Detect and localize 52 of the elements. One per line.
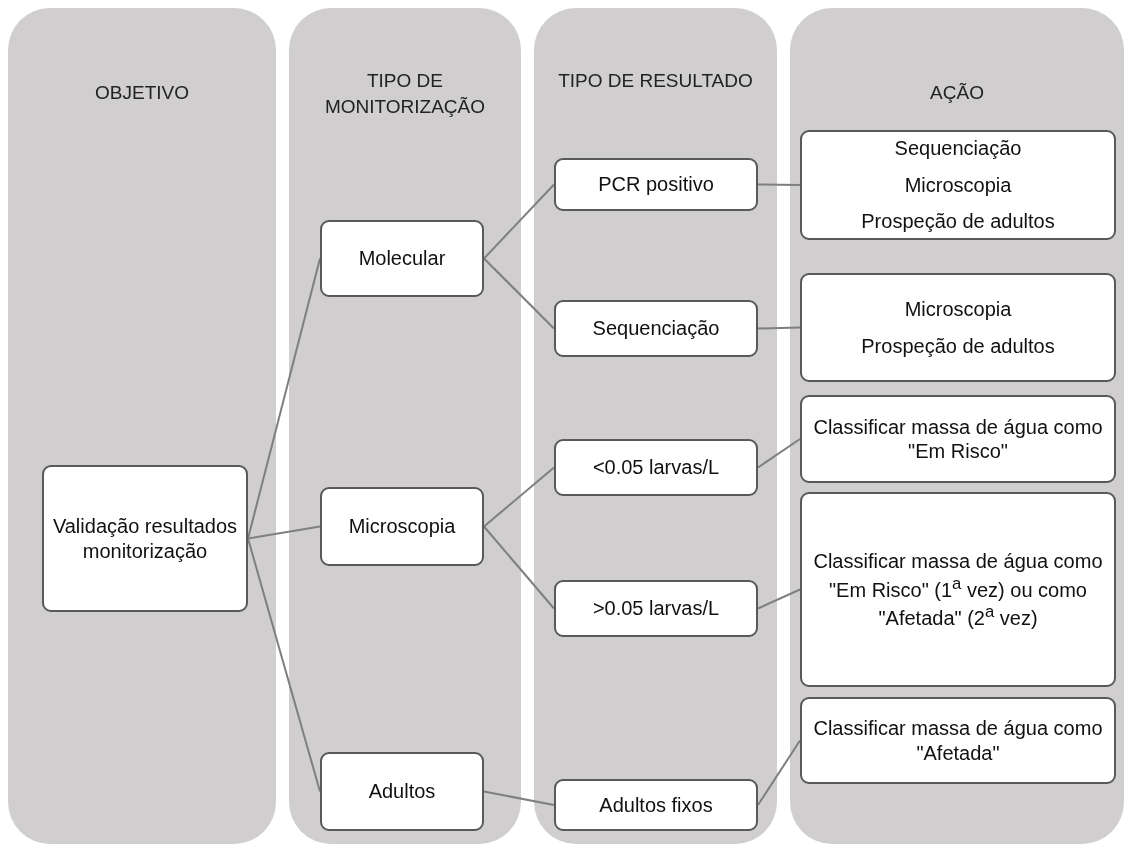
connector-line (247, 537, 321, 793)
box-text: Classificar massa de água como "Em Risco" (812, 414, 1104, 464)
process-box (800, 697, 1116, 784)
column-heading: OBJETIVO (95, 81, 189, 105)
box-text: Microscopia (348, 514, 456, 539)
connector-line (483, 466, 555, 528)
process-box (554, 779, 758, 831)
box-text: <0.05 larvas/L (592, 455, 720, 480)
box-text: Prospeção de adultos (861, 333, 1055, 358)
process-box (800, 395, 1116, 483)
connector-line (757, 588, 801, 610)
process-box (554, 158, 758, 211)
process-box (554, 580, 758, 637)
connector-line (483, 183, 555, 260)
process-box (320, 752, 484, 831)
connector-line (247, 525, 321, 540)
box-text: Microscopia (904, 172, 1012, 198)
box-text: Classificar massa de água como "Em Risco" (1$^{a}$ vez) ou como "Afetada" (2$^{a}$ vez) (812, 549, 1104, 630)
box-text: Classificar massa de água como "Afetada" (812, 716, 1104, 765)
box-text: >0.05 larvas/L (592, 596, 720, 621)
box-text: Validação resultados monitorização (52, 514, 238, 563)
column-heading: TIPO DE MONITORIZAÇÃO (323, 69, 487, 119)
column-band (8, 8, 276, 844)
process-box (554, 300, 758, 357)
column-band (534, 8, 777, 844)
connector-line (757, 739, 801, 806)
process-box (554, 439, 758, 496)
process-box (800, 130, 1116, 240)
connector-line (757, 183, 801, 186)
process-box (800, 492, 1116, 687)
column-band (790, 8, 1124, 844)
process-box (800, 273, 1116, 382)
box-text: Microscopia (904, 297, 1012, 322)
connector-line (483, 257, 555, 330)
process-box (42, 465, 248, 612)
box-text: Molecular (358, 246, 446, 271)
connector-line (247, 257, 321, 540)
box-text: PCR positivo (598, 172, 714, 197)
column-band (289, 8, 521, 844)
box-text: Prospeção de adultos (861, 209, 1055, 234)
box-text: Adultos fixos (599, 792, 713, 818)
connector-line (757, 326, 801, 330)
box-text: Adultos (368, 779, 436, 804)
connector-line (483, 525, 555, 610)
connector-line (483, 790, 555, 806)
process-box (320, 487, 484, 566)
connector-line (757, 438, 801, 469)
box-text: Sequenciação (592, 316, 720, 341)
box-text: Sequenciação (894, 136, 1022, 161)
process-box (320, 220, 484, 297)
column-heading: AÇÃO (930, 81, 984, 105)
column-heading: TIPO DE RESULTADO (558, 69, 753, 93)
